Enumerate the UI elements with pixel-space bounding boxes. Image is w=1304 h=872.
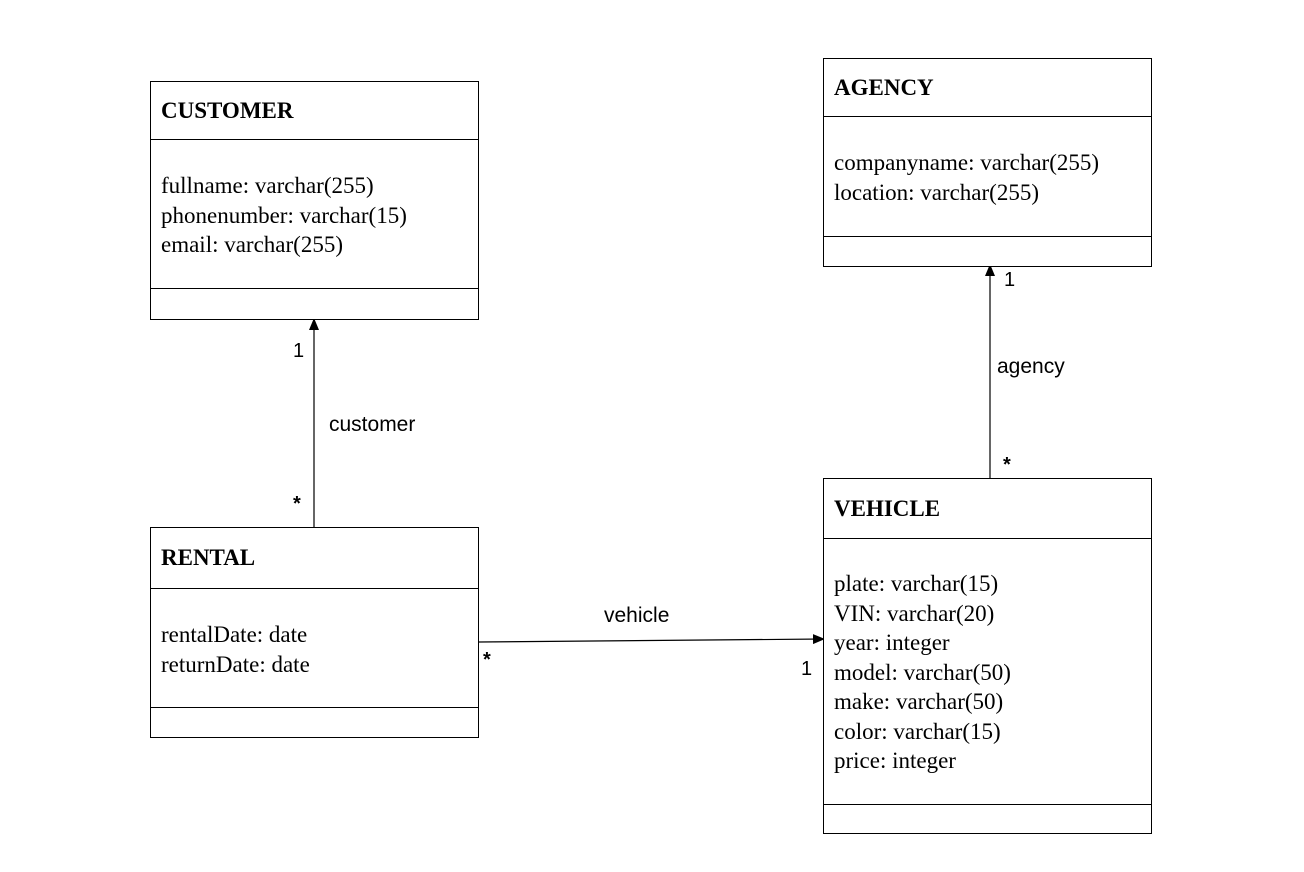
attribute: location: varchar(255): [834, 179, 1039, 205]
attribute: email: varchar(255): [161, 232, 343, 257]
association-label-vehicle: vehicle: [604, 604, 670, 627]
attribute: phonenumber: varchar(15): [161, 202, 407, 228]
multiplicity-rental-customer-end: *: [293, 493, 301, 515]
class-customer-attributes: fullname: varchar(255) phonenumber: varc…: [151, 140, 478, 289]
attribute: fullname: varchar(255): [161, 173, 374, 198]
multiplicity-customer-end: 1: [293, 340, 305, 362]
association-label-customer: customer: [329, 413, 416, 436]
attribute: color: varchar(15): [834, 718, 1001, 744]
attribute: returnDate: date: [161, 651, 310, 677]
class-customer-name: CUSTOMER: [151, 82, 478, 140]
class-vehicle-name: VEHICLE: [824, 479, 1151, 539]
class-agency-operations: [824, 237, 1151, 265]
attribute: plate: varchar(15): [834, 571, 999, 596]
class-rental-operations: [151, 708, 478, 736]
class-rental-attributes: rentalDate: date returnDate: date: [151, 589, 478, 708]
class-vehicle[interactable]: VEHICLE plate: varchar(15) VIN: varchar(…: [823, 478, 1152, 834]
class-agency-name: AGENCY: [824, 59, 1151, 117]
attribute: year: integer: [834, 630, 950, 655]
attribute: price: integer: [834, 748, 956, 773]
attribute: rentalDate: date: [161, 622, 308, 647]
multiplicity-vehicle-agency-end: *: [1003, 454, 1011, 476]
class-customer[interactable]: CUSTOMER fullname: varchar(255) phonenum…: [150, 81, 479, 320]
association-rental-vehicle-line: [478, 634, 825, 645]
class-rental[interactable]: RENTAL rentalDate: date returnDate: date: [150, 527, 479, 738]
class-vehicle-attributes: plate: varchar(15) VIN: varchar(20) year…: [824, 539, 1151, 805]
class-agency[interactable]: AGENCY companyname: varchar(255) locatio…: [823, 58, 1152, 267]
association-label-agency: agency: [997, 355, 1065, 378]
multiplicity-vehicle-end: 1: [801, 658, 813, 680]
attribute: model: varchar(50): [834, 659, 1011, 685]
attribute: VIN: varchar(20): [834, 600, 995, 626]
class-rental-name: RENTAL: [151, 528, 478, 589]
attribute: companyname: varchar(255): [834, 150, 1100, 175]
class-vehicle-operations: [824, 805, 1151, 833]
multiplicity-rental-vehicle-end: *: [483, 649, 491, 671]
class-customer-operations: [151, 289, 478, 318]
class-agency-attributes: companyname: varchar(255) location: varc…: [824, 117, 1151, 237]
attribute: make: varchar(50): [834, 689, 1004, 714]
multiplicity-agency-end: 1: [1004, 269, 1016, 291]
